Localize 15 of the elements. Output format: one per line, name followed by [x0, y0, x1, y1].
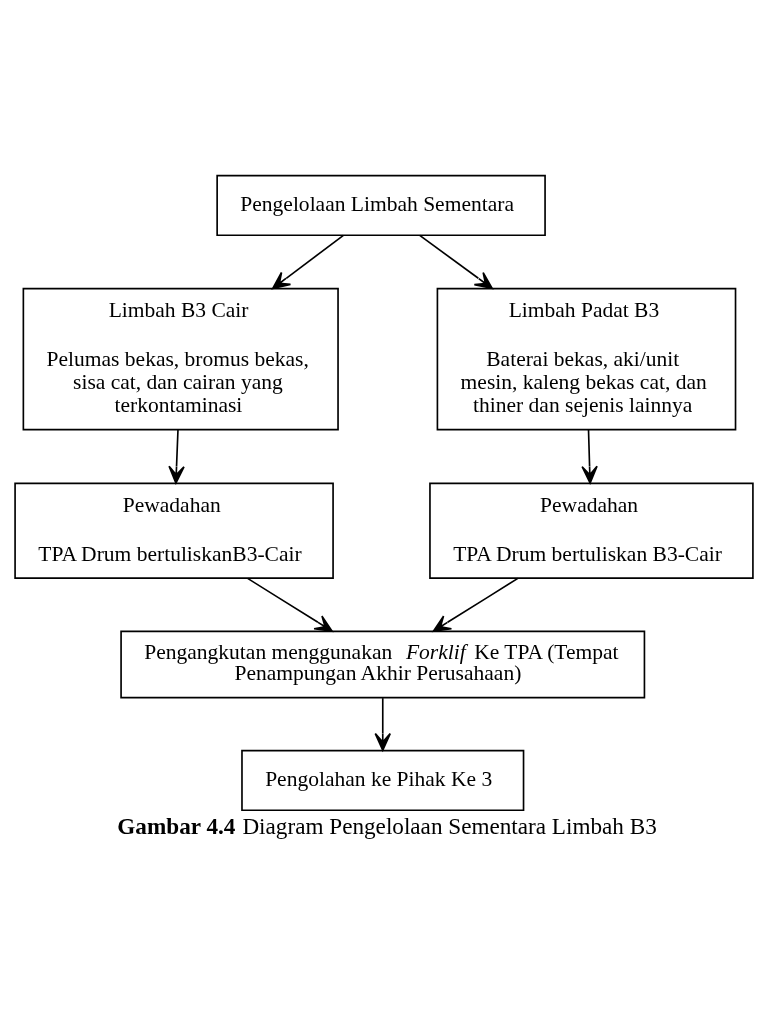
arrow	[432, 577, 519, 633]
arrow	[246, 577, 333, 633]
node-box: Pewadahan TPA Drum bertuliskanB3-Cair	[14, 482, 334, 579]
caption: Gambar 4.4 Diagram Pengelolaan Sementara Limbah B3	[117, 812, 657, 839]
arrow	[168, 428, 185, 484]
node-box: Pengolahan ke Pihak Ke 3	[241, 749, 525, 812]
node-box: Limbah B3 Cair Pelumas bekas, bromus bekas, sisa cat, dan cairan yang terkontaminasi	[22, 287, 339, 431]
node-box: Pengelolaan Limbah Sementara	[216, 174, 546, 237]
arrow	[581, 428, 598, 484]
arrow	[271, 234, 345, 290]
arrow	[418, 234, 493, 290]
node-box: Pengangkutan menggunakan Forklif Ke TPA (Tempat Penampungan Akhir Perusahaan)	[120, 630, 646, 699]
node-box: Pewadahan TPA Drum bertuliskan B3-Cair	[429, 482, 754, 579]
arrow	[374, 697, 392, 752]
node-box: Limbah Padat B3 Baterai bekas, aki/unit mesin, kaleng bekas cat, dan thiner dan sejenis lainnya	[436, 287, 737, 431]
